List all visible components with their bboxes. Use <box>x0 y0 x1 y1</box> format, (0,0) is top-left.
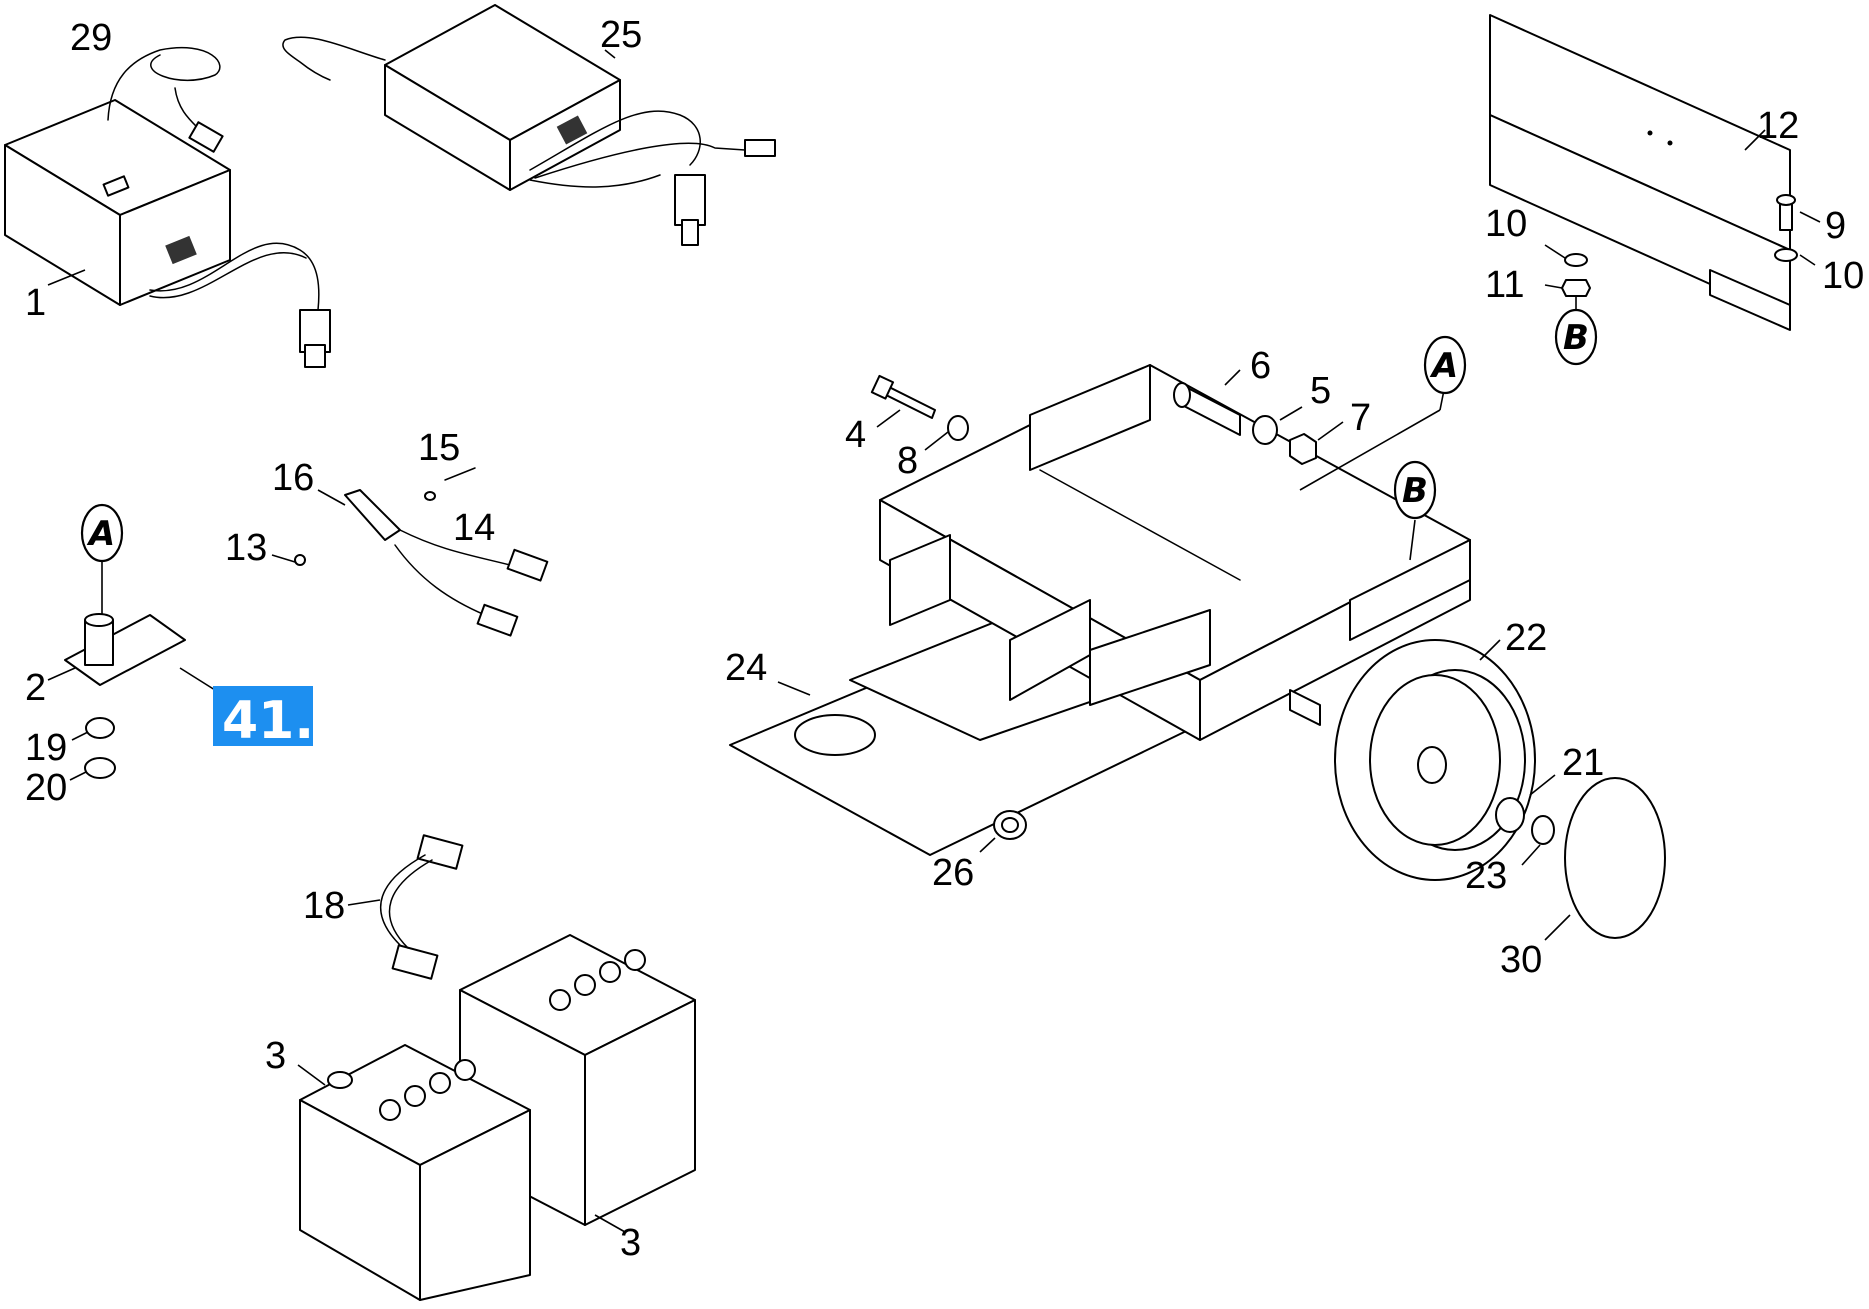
harness-16 <box>271 467 549 637</box>
callout-6: 6 <box>1250 345 1271 387</box>
cable-18 <box>347 834 464 980</box>
callout-4: 4 <box>845 414 866 456</box>
callout-12: 12 <box>1757 105 1799 147</box>
ref-bubble-b-bracket: B <box>1554 308 1598 366</box>
callout-15: 15 <box>418 427 460 469</box>
callout-20: 20 <box>25 767 67 809</box>
ref-bubble-a-left: A <box>80 503 124 563</box>
callout-16: 16 <box>272 457 314 499</box>
callout-5: 5 <box>1310 370 1331 412</box>
callout-11: 11 <box>1485 264 1524 306</box>
callout-2: 2 <box>25 667 46 709</box>
callout-23: 23 <box>1465 855 1507 897</box>
ref-label-b-bracket: B <box>1563 318 1589 358</box>
callout-26: 26 <box>932 852 974 894</box>
callout-22: 22 <box>1505 617 1547 659</box>
wheel-assembly <box>777 639 1666 941</box>
callouts: 1 2 3 3 4 5 6 7 8 9 10 10 11 12 13 14 15… <box>25 14 1864 1264</box>
callout-19: 19 <box>25 727 67 769</box>
callout-10-right: 10 <box>1822 255 1864 297</box>
callout-25: 25 <box>600 14 642 56</box>
highlight-label: 41. <box>222 691 314 751</box>
ref-label-b-frame: B <box>1402 471 1428 511</box>
frame-fasteners <box>870 369 1344 465</box>
charger-1 <box>4 46 331 368</box>
charger-25 <box>282 4 776 246</box>
callout-14: 14 <box>453 507 495 549</box>
part-2-bracket <box>47 550 216 781</box>
callout-13: 13 <box>225 527 267 569</box>
callout-21: 21 <box>1562 742 1604 784</box>
callout-3-rear: 3 <box>620 1222 641 1264</box>
ref-bubble-b-frame: B <box>1393 460 1437 520</box>
highlight-box <box>213 686 313 746</box>
callout-24: 24 <box>725 647 767 689</box>
fasteners-9-10-11 <box>1544 194 1821 310</box>
callout-30: 30 <box>1500 939 1542 981</box>
callout-7: 7 <box>1350 397 1371 439</box>
ref-bubble-a-frame: A <box>1423 335 1467 395</box>
callout-8: 8 <box>897 440 918 482</box>
battery-front <box>297 1044 531 1301</box>
highlight-41: 41. <box>213 686 314 751</box>
callout-9: 9 <box>1825 205 1846 247</box>
ref-label-a-left: A <box>86 514 115 554</box>
callout-18: 18 <box>303 885 345 927</box>
callout-10-left: 10 <box>1485 203 1527 245</box>
ref-label-a-frame: A <box>1429 346 1458 386</box>
chassis-frame <box>729 364 1471 856</box>
bracket-12 <box>1489 14 1791 331</box>
part-26 <box>979 810 1027 853</box>
callout-1: 1 <box>25 282 46 324</box>
callout-3-front: 3 <box>265 1035 286 1077</box>
callout-29: 29 <box>70 17 112 59</box>
